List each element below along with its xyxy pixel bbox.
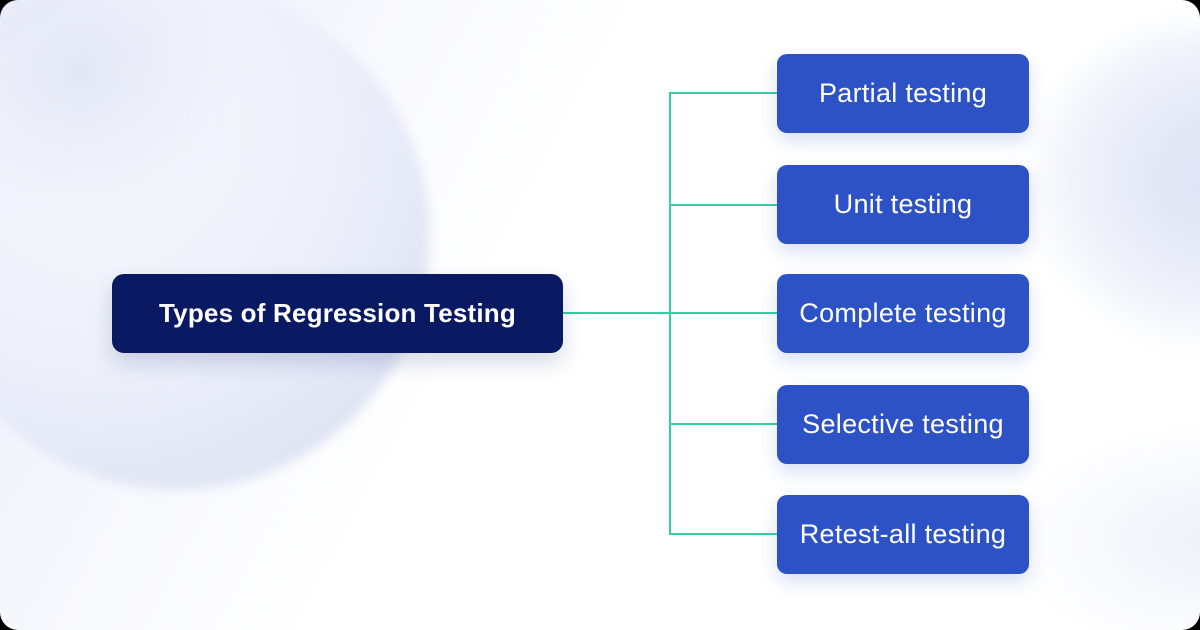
- node-partial-testing: Partial testing: [777, 54, 1029, 133]
- background-blob-right: [1030, 30, 1200, 350]
- node-unit-testing: Unit testing: [777, 165, 1029, 244]
- node-label: Complete testing: [799, 298, 1007, 328]
- connector-branch-2: [669, 204, 777, 206]
- node-complete-testing: Complete testing: [777, 274, 1029, 353]
- root-node: Types of Regression Testing: [112, 274, 563, 353]
- node-selective-testing: Selective testing: [777, 385, 1029, 464]
- connector-branch-5: [669, 533, 777, 535]
- root-node-label: Types of Regression Testing: [159, 298, 516, 328]
- node-label: Partial testing: [818, 78, 988, 108]
- background-blob-top-left: [0, 0, 230, 210]
- connector-root-line: [563, 312, 777, 314]
- node-label: Unit testing: [833, 189, 973, 219]
- node-label: Selective testing: [802, 409, 1004, 439]
- background-blob-left: [0, 0, 430, 490]
- node-label: Retest-all testing: [799, 519, 1007, 549]
- node-retest-all-testing: Retest-all testing: [777, 495, 1029, 574]
- connector-branch-4: [669, 423, 777, 425]
- connector-branch-1: [669, 92, 777, 94]
